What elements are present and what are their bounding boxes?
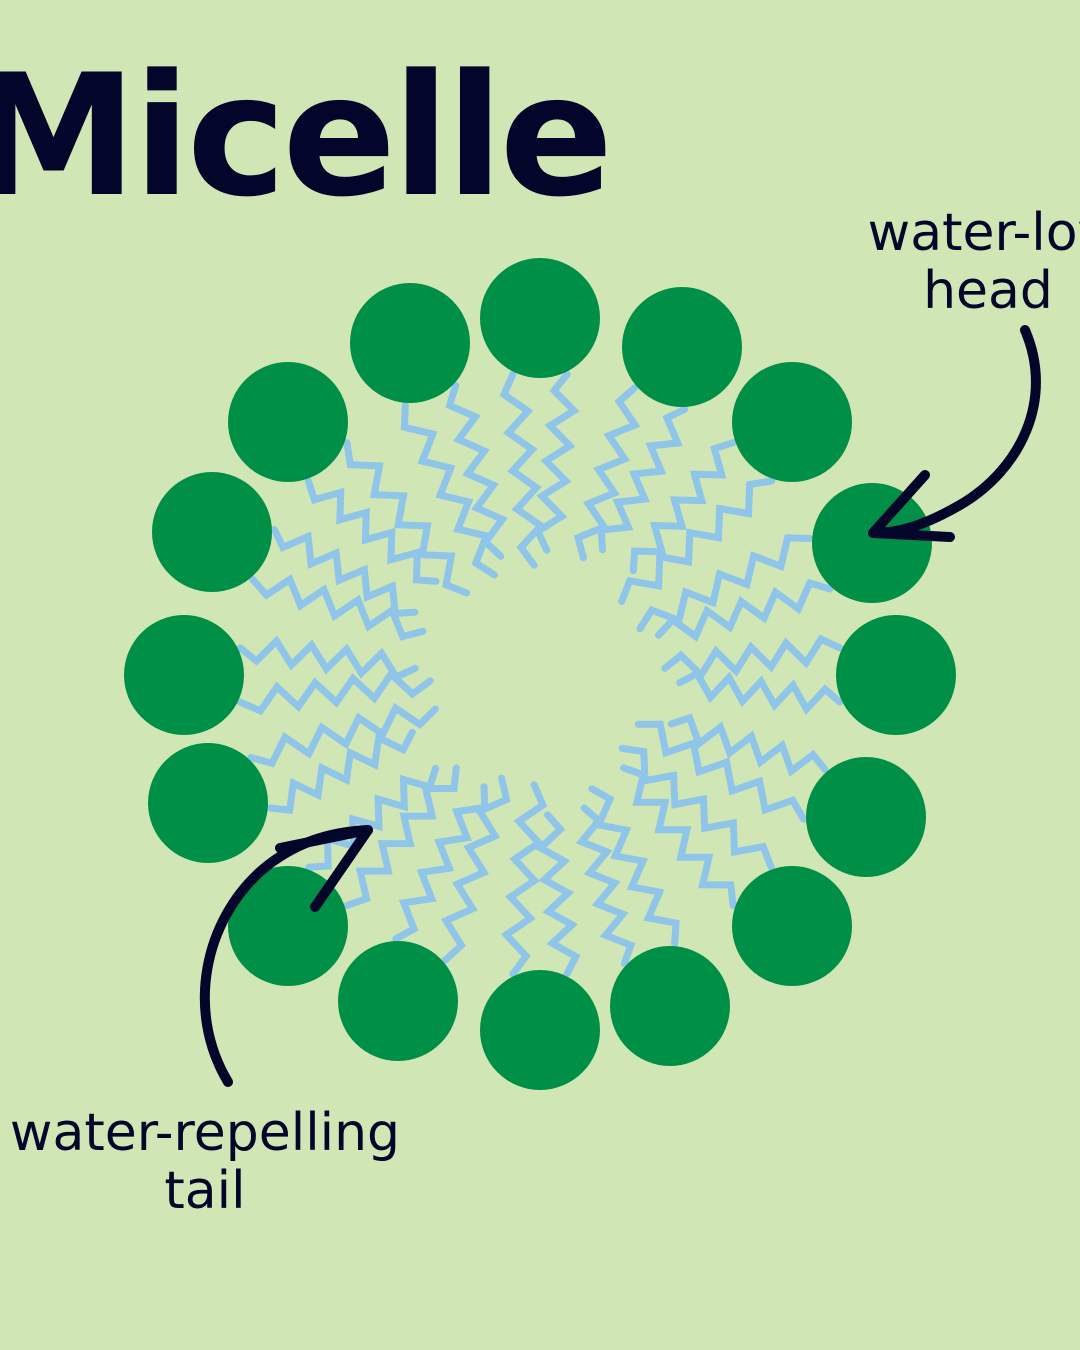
- head-circle: [622, 287, 742, 407]
- head-label-line1: water-lov: [867, 203, 1080, 263]
- tail-chain: [636, 534, 814, 633]
- head-circle: [148, 743, 268, 863]
- tail-chain: [236, 668, 434, 716]
- tail-label-line2: tail: [164, 1161, 246, 1221]
- tail-chain: [618, 744, 775, 871]
- tail-chain: [667, 713, 829, 777]
- tail-chain: [304, 477, 440, 585]
- tail-chain: [620, 764, 737, 909]
- tail-chain: [236, 635, 419, 682]
- tail-chain: [499, 370, 547, 569]
- head-circle: [124, 615, 244, 735]
- tail-chain: [629, 439, 737, 575]
- tail-chain: [500, 781, 548, 978]
- tail-chain: [534, 811, 581, 978]
- head-circle: [228, 362, 348, 482]
- head-circle: [152, 472, 272, 592]
- tail-chain: [270, 526, 419, 618]
- tail-chain: [533, 370, 580, 554]
- tail-chain: [305, 764, 440, 871]
- head-label: water-lov head: [818, 204, 1080, 320]
- tail-chain: [588, 785, 680, 948]
- tail-chain: [249, 573, 427, 641]
- head-circle: [350, 283, 470, 403]
- head-circle: [806, 757, 926, 877]
- tail-chain: [247, 702, 439, 768]
- tail-chain: [575, 804, 636, 968]
- tail-chain: [343, 439, 471, 597]
- tail-chain: [445, 382, 508, 560]
- head-circle: [836, 615, 956, 735]
- tail-label: water-repelling tail: [0, 1104, 430, 1220]
- tail-chain: [440, 774, 511, 964]
- tail-chain: [343, 764, 460, 909]
- tail-chain: [618, 477, 776, 605]
- tail-chain: [266, 728, 416, 814]
- head-arrow-icon: [868, 325, 1041, 542]
- head-circle: [812, 483, 932, 603]
- tail-chain: [392, 783, 489, 943]
- head-circle: [610, 946, 730, 1066]
- tail-chain: [661, 634, 844, 681]
- head-circle: [338, 941, 458, 1061]
- page-title: Micelle: [0, 38, 613, 234]
- head-circle: [480, 258, 600, 378]
- tail-chain: [573, 384, 641, 562]
- hydrophilic-heads: [124, 258, 956, 1090]
- tail-chain: [634, 720, 808, 823]
- tail-label-line1: water-repelling: [9, 1103, 401, 1163]
- tail-chain: [400, 401, 498, 579]
- head-label-line2: head: [923, 261, 1053, 321]
- tail-chain: [655, 578, 834, 642]
- tail-chain: [676, 668, 844, 715]
- head-circle: [732, 866, 852, 986]
- tail-arrow-icon: [199, 825, 373, 1087]
- head-circle: [732, 362, 852, 482]
- tail-chain: [597, 405, 689, 554]
- hydrophobic-tails: [236, 370, 844, 978]
- head-circle: [480, 970, 600, 1090]
